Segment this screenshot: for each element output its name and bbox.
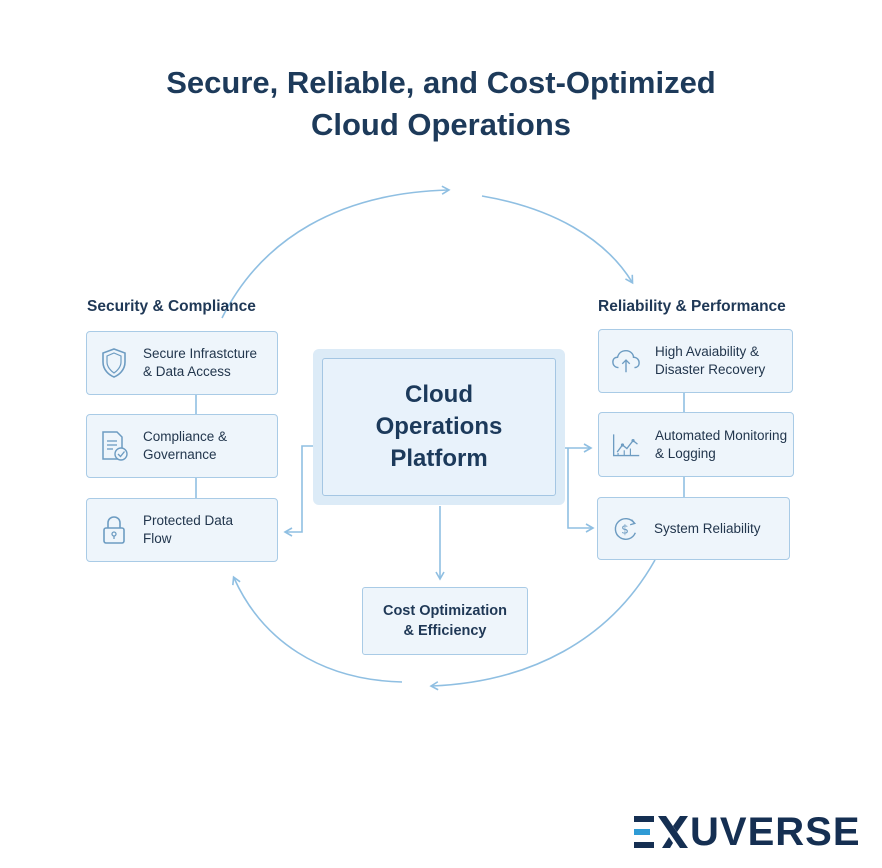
arc-top-left: [221, 185, 451, 319]
card-line-1: Compliance &: [143, 429, 228, 444]
logo-mark-icon: [634, 816, 688, 848]
svg-text:$: $: [621, 522, 629, 536]
title-line-2: Cloud Operations: [310, 107, 572, 142]
card-protected-data-flow: Protected Data Flow: [86, 498, 278, 562]
line-chart-icon: [611, 428, 641, 462]
card-high-availability: High Avaiability & Disaster Recovery: [598, 329, 793, 393]
exuverse-logo: UVERSE: [632, 810, 861, 854]
arc-bottom-left: [232, 575, 403, 683]
dollar-cycle-icon: $: [610, 512, 640, 546]
card-line-1: Automated Monitoring: [655, 427, 788, 443]
card-line-2: & Data Access: [143, 364, 231, 379]
logo-wordmark: UVERSE: [690, 810, 861, 854]
arc-bottom-right: [429, 559, 656, 691]
card-automated-monitoring: Automated Monitoring & Logging: [598, 412, 794, 477]
arrow-center-to-reliability: [567, 448, 595, 533]
center-line-3: Platform: [390, 445, 488, 472]
padlock-icon: [99, 513, 129, 547]
card-compliance-governance: Compliance & Governance: [86, 414, 278, 478]
cloud-operations-platform: Cloud Operations Platform: [322, 358, 556, 496]
reliability-performance-label: Reliability & Performance: [598, 298, 786, 315]
center-line-1: Cloud: [405, 381, 473, 408]
card-line-2: & Logging: [655, 445, 716, 461]
center-line-2: Operations: [375, 413, 503, 440]
card-line-2: Governance: [143, 447, 217, 462]
title-line-1: Secure, Reliable, and Cost-Optimized: [166, 65, 716, 100]
card-line-1: System Reliability: [654, 520, 761, 536]
card-secure-infrastructure: Secure Infrastcture & Data Access: [86, 331, 278, 395]
shield-icon: [99, 346, 129, 380]
page-title: Secure, Reliable, and Cost-Optimized Clo…: [0, 62, 882, 146]
cost-line-2: & Efficiency: [403, 623, 487, 639]
security-compliance-label: Security & Compliance: [87, 298, 256, 315]
card-system-reliability: $ System Reliability: [597, 497, 790, 560]
arrow-center-to-security: [283, 445, 313, 537]
card-line-2: Flow: [143, 531, 172, 546]
card-line-1: High Avaiability &: [655, 344, 760, 359]
cost-optimization-box: Cost Optimization & Efficiency: [362, 587, 528, 655]
cloud-upload-icon: [611, 344, 641, 378]
card-line-1: Secure Infrastcture: [143, 346, 258, 361]
card-line-2: Disaster Recovery: [655, 362, 766, 377]
arc-top-right: [481, 195, 634, 285]
cost-line-1: Cost Optimization: [382, 603, 508, 619]
document-check-icon: [99, 429, 129, 463]
card-line-1: Protected Data: [143, 513, 234, 528]
